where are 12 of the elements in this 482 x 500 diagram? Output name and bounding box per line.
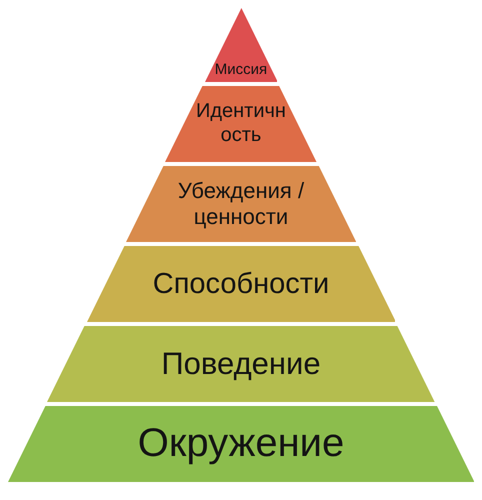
level-label: Идентичность	[194, 100, 287, 148]
pyramid-level	[47, 326, 435, 402]
pyramid-level	[86, 246, 396, 322]
pyramid-level	[126, 166, 356, 242]
pyramid-level	[204, 8, 278, 82]
level-label: Поведение	[161, 346, 321, 382]
level-label: Способности	[152, 266, 330, 302]
pyramid-level	[165, 86, 317, 162]
level-label: Миссия	[214, 61, 268, 79]
level-label: Убеждения / ценности	[176, 178, 306, 230]
pyramid-level	[8, 406, 474, 482]
level-label: Окружение	[138, 420, 344, 468]
